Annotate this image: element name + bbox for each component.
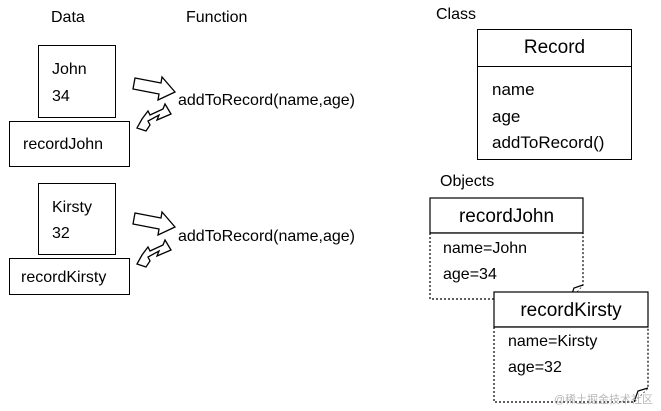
object-field-name: name=Kirsty: [508, 333, 598, 350]
data-box-kirsty: Kirsty 32: [38, 183, 116, 255]
data-name-value: Kirsty: [52, 199, 92, 216]
class-member-name: name: [492, 80, 535, 99]
output-label: recordKirsty: [21, 269, 107, 286]
heading-data: Data: [51, 9, 85, 26]
input-arrow-john: [132, 75, 177, 102]
output-box-record-john: recordJohn: [9, 121, 130, 167]
data-name-value: John: [52, 61, 87, 78]
class-divider: [478, 66, 631, 67]
function-call-john: addToRecord(name,age): [178, 92, 355, 109]
class-name: Record: [523, 37, 586, 58]
function-call-kirsty: addToRecord(name,age): [178, 228, 355, 245]
watermark-text: @稀土掘金技术社区: [553, 394, 653, 406]
object-record-john-shape: [429, 197, 584, 300]
class-box-record: Record name age addToRecord(): [477, 29, 632, 160]
object-field-age: age=34: [443, 266, 497, 283]
object-title-record-john: recordJohn: [458, 206, 555, 227]
data-age-value: 34: [52, 88, 70, 105]
heading-class: Class: [436, 6, 477, 23]
data-box-john: John 34: [38, 45, 116, 118]
object-field-name: name=John: [443, 240, 528, 257]
class-member-age: age: [492, 107, 521, 126]
data-age-value: 32: [52, 225, 70, 242]
output-arrow-john: [136, 102, 172, 132]
input-arrow-kirsty: [132, 210, 177, 237]
object-field-age: age=32: [508, 359, 562, 376]
output-label: recordJohn: [23, 136, 104, 153]
output-arrow-kirsty: [136, 238, 172, 268]
output-box-record-kirsty: recordKirsty: [9, 258, 130, 295]
object-title-record-kirsty: recordKirsty: [520, 300, 622, 321]
object-record-kirsty-shape: [493, 291, 649, 403]
class-member-method: addToRecord(): [492, 133, 605, 152]
heading-function: Function: [186, 9, 248, 26]
heading-objects: Objects: [440, 173, 495, 190]
